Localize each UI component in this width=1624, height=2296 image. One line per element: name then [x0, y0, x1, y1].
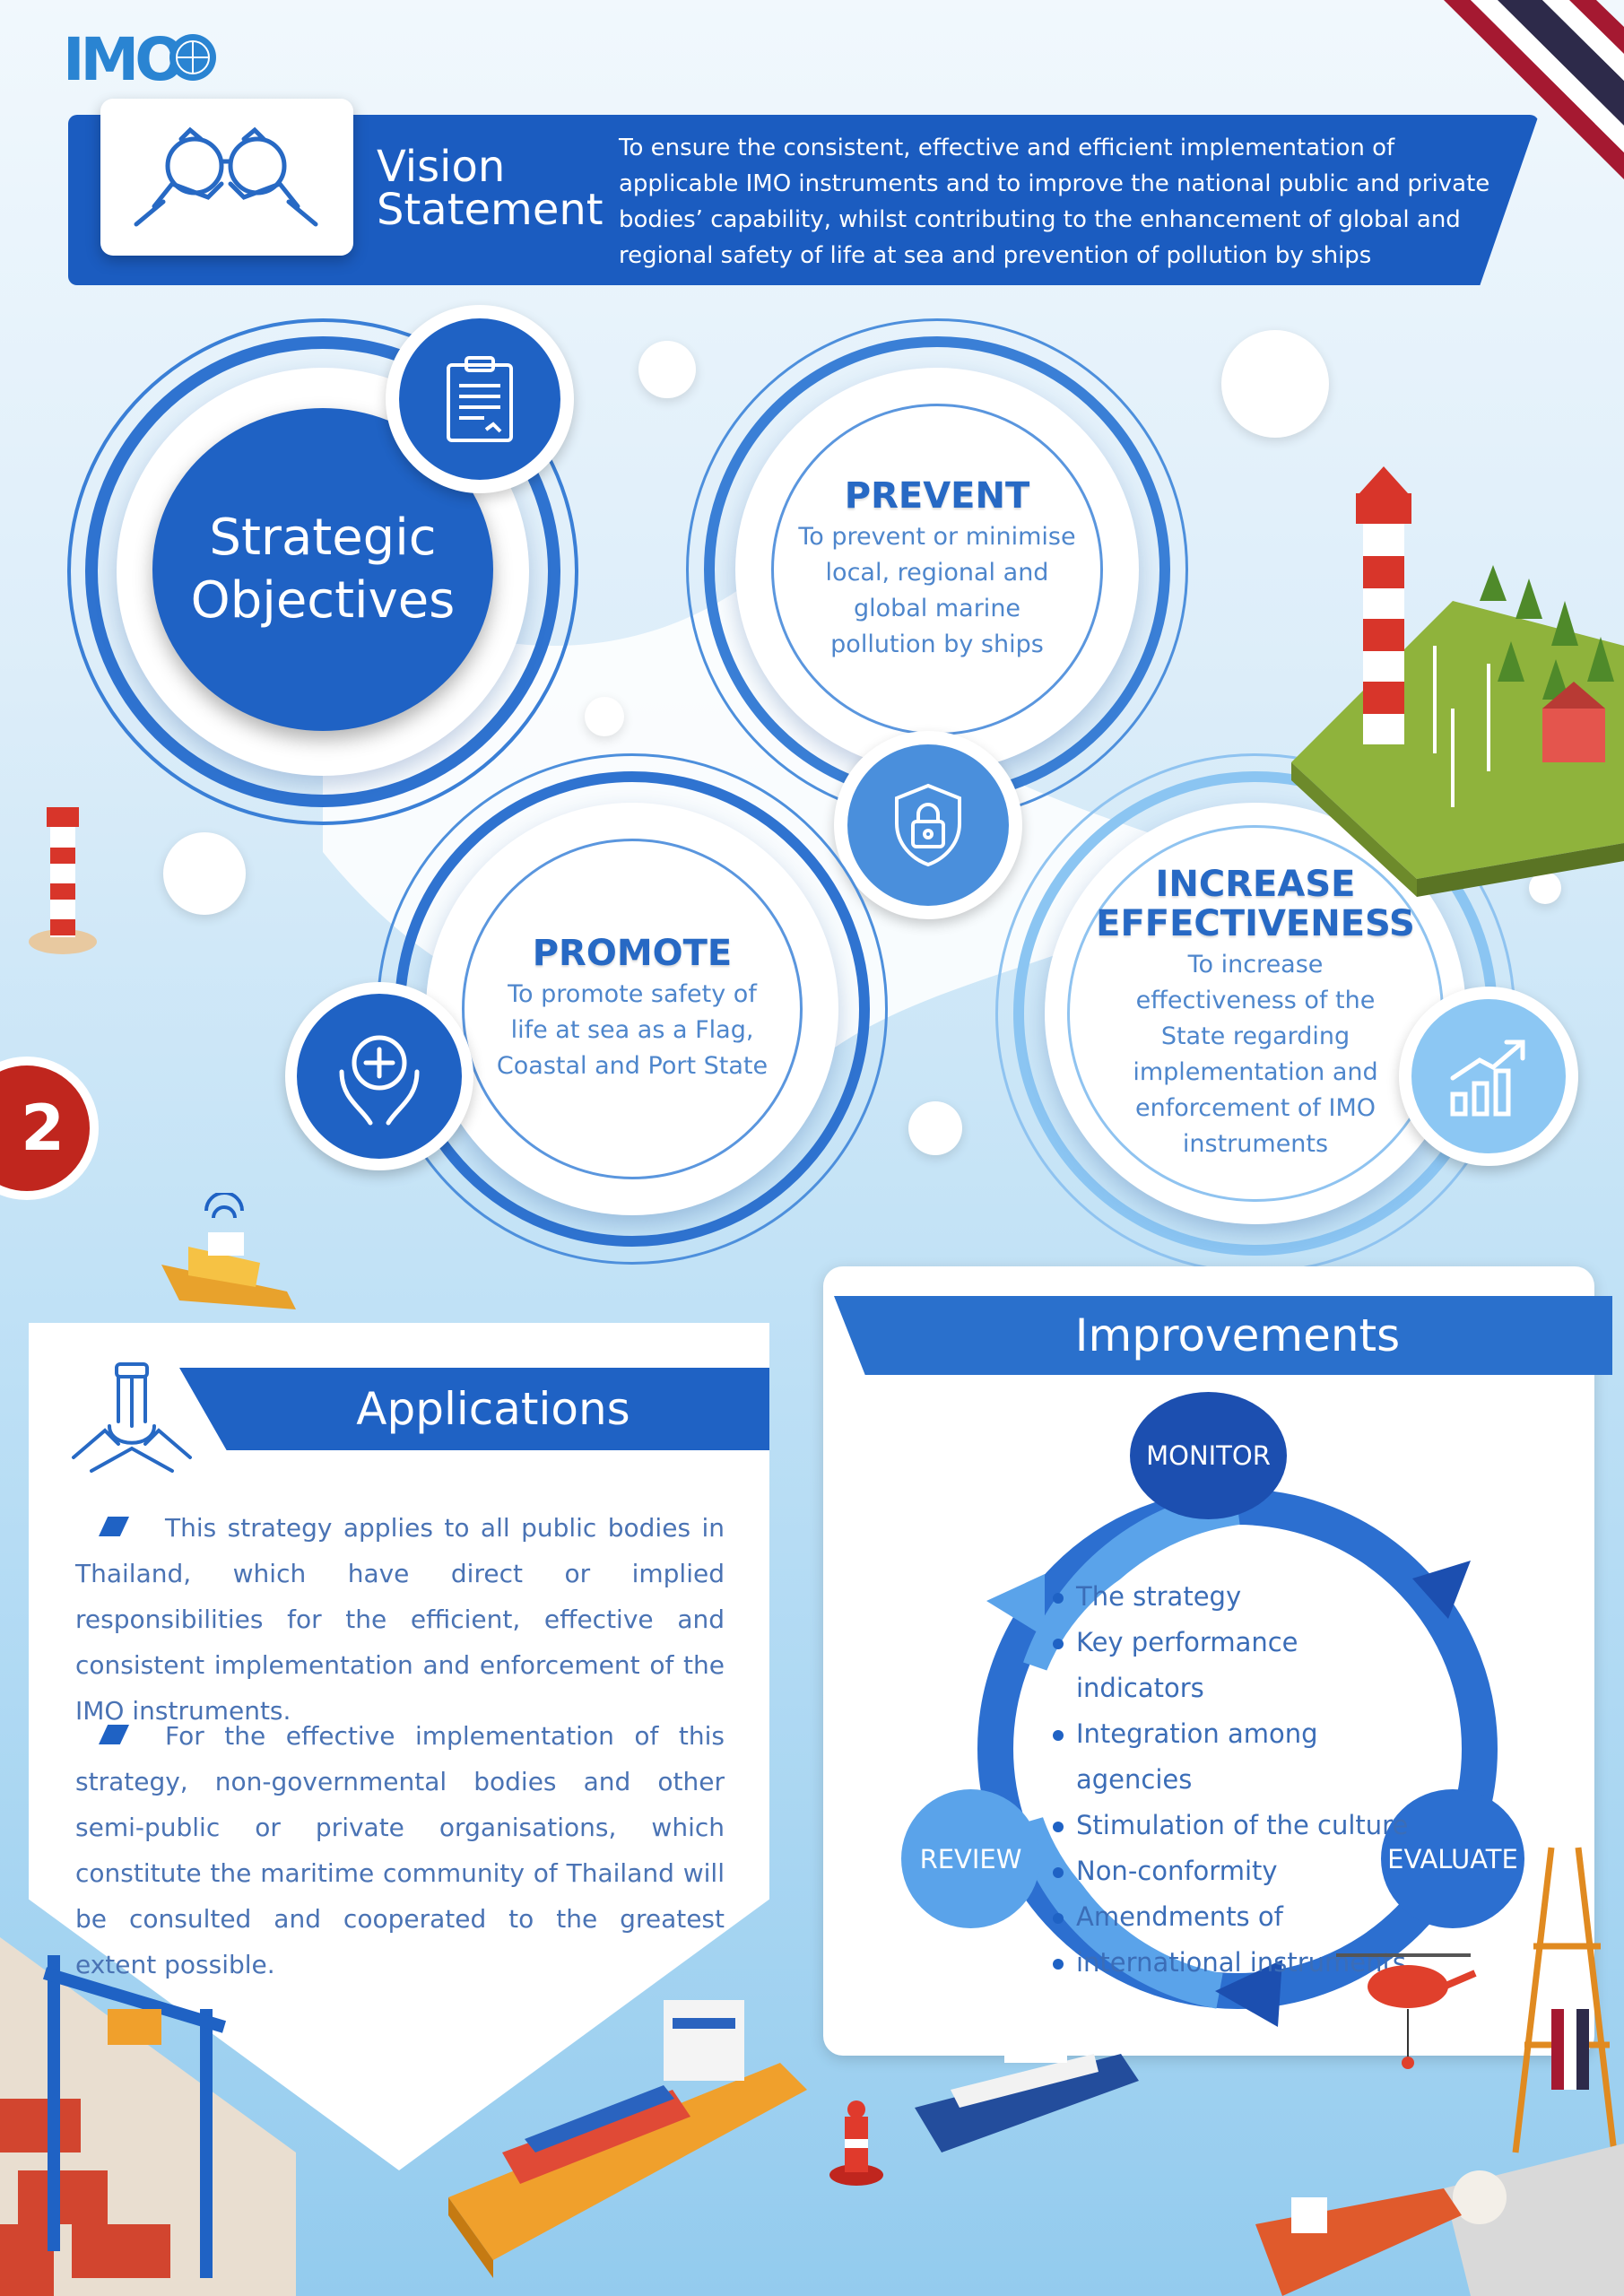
cycle-monitor-label: MONITOR — [1146, 1440, 1271, 1471]
thai-flag-stripes — [1444, 0, 1624, 179]
increase-title-line2: EFFECTIVENESS — [1096, 903, 1415, 944]
applications-banner — [179, 1368, 769, 1450]
small-lighthouse-illustration — [29, 807, 97, 954]
bubble — [908, 1101, 962, 1155]
teamwork-hands-icon — [72, 1362, 192, 1473]
prevent-objective: PREVENT To prevent or minimise local, re… — [771, 404, 1103, 735]
vision-title-line2: Statement — [377, 185, 604, 235]
vision-title: Vision Statement — [377, 145, 610, 231]
list-item: Key performance indicators — [1051, 1620, 1410, 1711]
applications-paragraph-1-text: This strategy applies to all public bodi… — [75, 1513, 725, 1726]
list-item: Non-conformity — [1051, 1848, 1410, 1894]
vision-text: To ensure the consistent, effective and … — [619, 135, 1490, 269]
list-item: Stimulation of the culture — [1051, 1803, 1410, 1848]
prevent-text: To prevent or minimise local, regional a… — [798, 523, 1076, 658]
bubble — [585, 697, 624, 736]
increase-title-line1: INCREASE — [1155, 864, 1356, 905]
improvements-title: Improvements — [1074, 1309, 1401, 1361]
tugboat-illustration — [161, 1193, 296, 1309]
list-item: Amendments of — [1051, 1894, 1410, 1940]
promote-text: To promote safety of life at sea as a Fl… — [496, 980, 769, 1080]
promote-objective: PROMOTE To promote safety of life at sea… — [462, 839, 803, 1179]
clipboard-icon — [447, 356, 513, 442]
prevent-title: PREVENT — [844, 475, 1030, 517]
paragraph-marker-icon — [99, 1725, 129, 1744]
un-emblem-icon — [169, 34, 216, 81]
cycle-node-monitor: MONITOR — [1130, 1392, 1287, 1519]
cargo-ship-illustration — [448, 2000, 807, 2278]
cycle-evaluate-label: EVALUATE — [1387, 1843, 1518, 1874]
logo-text: IMO — [63, 25, 185, 94]
binoculars-icon — [134, 126, 318, 227]
strategic-title-line2: Objectives — [190, 571, 456, 630]
hands-plus-icon-circle — [285, 982, 473, 1170]
shield-icon-circle — [834, 731, 1022, 919]
applications-paragraph-1: This strategy applies to all public bodi… — [75, 1505, 725, 1734]
imo-logo: IMO — [63, 25, 216, 94]
bubble — [1529, 872, 1561, 904]
applications-paragraph-2: For the effective implementation of this… — [75, 1713, 725, 1987]
strategic-title-line1: Strategic — [209, 509, 437, 567]
bubble — [1221, 330, 1329, 438]
improvements-banner — [834, 1296, 1612, 1375]
lighthouse-island-illustration — [1291, 466, 1624, 897]
bubble — [638, 341, 696, 398]
helicopter-illustration — [1336, 1953, 1477, 2069]
tanker-ship-illustration — [1255, 2188, 1462, 2296]
coast-guard-ship-illustration — [915, 1979, 1139, 2152]
list-item-continuation: international instruments — [1051, 1940, 1410, 1986]
clipboard-icon-circle — [386, 305, 574, 493]
promote-title: PROMOTE — [532, 933, 733, 974]
vision-title-line1: Vision — [377, 142, 506, 192]
cycle-review-label: REVIEW — [919, 1843, 1022, 1874]
improvements-list: The strategy Key performance indicators … — [1051, 1574, 1410, 1986]
list-item: Integration among agencies — [1051, 1711, 1410, 1803]
applications-paragraph-2-text: For the effective implementation of this… — [75, 1721, 725, 1979]
buoy-illustration — [829, 2100, 883, 2186]
oil-rig-illustration — [1444, 1847, 1624, 2296]
page-number: 2 — [21, 1091, 65, 1165]
applications-title: Applications — [356, 1383, 630, 1435]
growth-chart-icon — [1450, 1039, 1525, 1117]
increase-objective: INCREASE EFFECTIVENESS To increase effec… — [1067, 825, 1444, 1202]
shield-lock-icon — [895, 783, 961, 867]
increase-text: To increase effectiveness of the State r… — [1133, 951, 1378, 1158]
cycle-node-evaluate: EVALUATE — [1381, 1789, 1524, 1928]
growth-icon-circle — [1399, 987, 1578, 1166]
hands-plus-icon — [339, 1035, 420, 1126]
paragraph-marker-icon — [99, 1517, 129, 1536]
bubble — [163, 832, 246, 915]
port-crane-illustration — [0, 1937, 296, 2296]
list-item: The strategy — [1051, 1574, 1410, 1620]
vision-icon-box — [100, 99, 353, 256]
strategic-ring-outer — [67, 318, 578, 825]
cycle-node-review: REVIEW — [901, 1789, 1040, 1928]
